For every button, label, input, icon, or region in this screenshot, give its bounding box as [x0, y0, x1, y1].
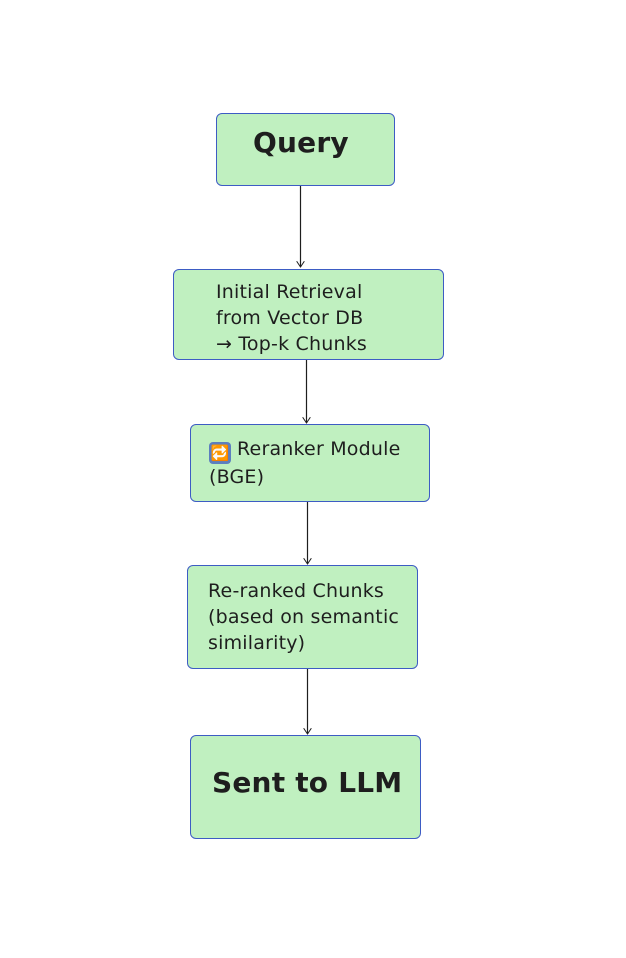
- node-initial-retrieval[interactable]: Initial Retrieval from Vector DB → Top-k…: [173, 269, 444, 360]
- node-reranker-label: Reranker Module (BGE): [209, 438, 401, 488]
- repeat-icon: 🔁: [209, 442, 231, 464]
- node-query[interactable]: Query: [216, 113, 395, 186]
- node-reranker[interactable]: 🔁Reranker Module (BGE): [190, 424, 430, 502]
- node-sent-to-llm[interactable]: Sent to LLM: [190, 735, 421, 839]
- node-reranker-content: 🔁Reranker Module (BGE): [209, 436, 401, 490]
- node-query-label: Query: [253, 126, 349, 159]
- node-reranked-chunks[interactable]: Re-ranked Chunks (based on semantic simi…: [187, 565, 418, 669]
- node-sent-to-llm-label: Sent to LLM: [212, 766, 403, 799]
- node-reranked-chunks-label: Re-ranked Chunks (based on semantic simi…: [208, 580, 400, 654]
- node-initial-retrieval-label: Initial Retrieval from Vector DB → Top-k…: [216, 281, 368, 355]
